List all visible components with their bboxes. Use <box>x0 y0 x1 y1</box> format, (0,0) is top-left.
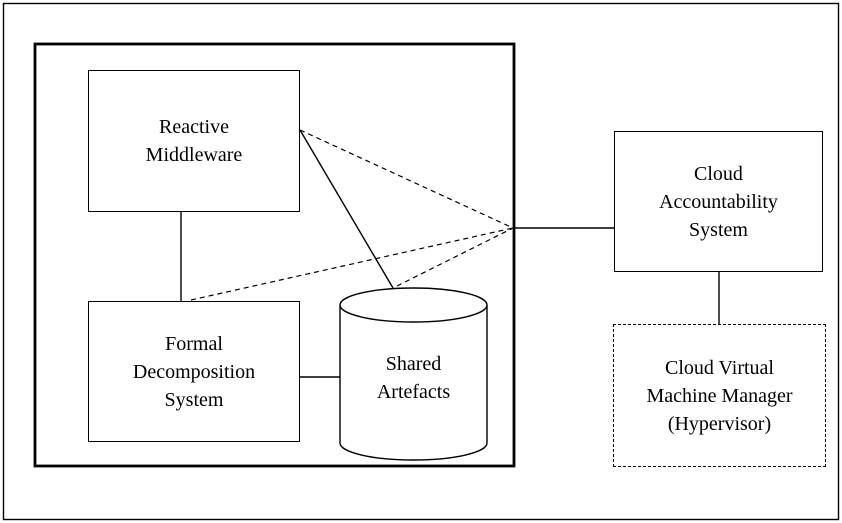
enclosure-box <box>33 42 516 468</box>
edge-fds-cas-dashed-line <box>190 227 514 301</box>
cylinder-top-ellipse <box>339 287 488 323</box>
cloud-virtual-machine-manager-label: Cloud Virtual Machine Manager (Hyperviso… <box>646 356 793 435</box>
reactive-middleware-label: Reactive Middleware <box>145 116 243 166</box>
formal-decomposition-system-label: Formal Decomposition System <box>132 332 256 411</box>
edge-artefacts-cas-dashed-line <box>396 227 514 287</box>
cylinder-body <box>339 305 488 461</box>
edge-rm-cas-dashed-line <box>299 129 514 229</box>
cloud-accountability-system-label: Cloud Accountability System <box>659 162 778 241</box>
node-reactive-middleware: Reactive Middleware <box>88 70 300 212</box>
node-formal-decomposition-system: Formal Decomposition System <box>88 301 300 442</box>
node-cloud-accountability-system: Cloud Accountability System <box>614 131 823 272</box>
shared-artefacts-cylinder <box>339 287 488 461</box>
edge-rm-artefacts-line <box>299 129 394 289</box>
node-cloud-virtual-machine-manager: Cloud Virtual Machine Manager (Hyperviso… <box>613 324 826 467</box>
